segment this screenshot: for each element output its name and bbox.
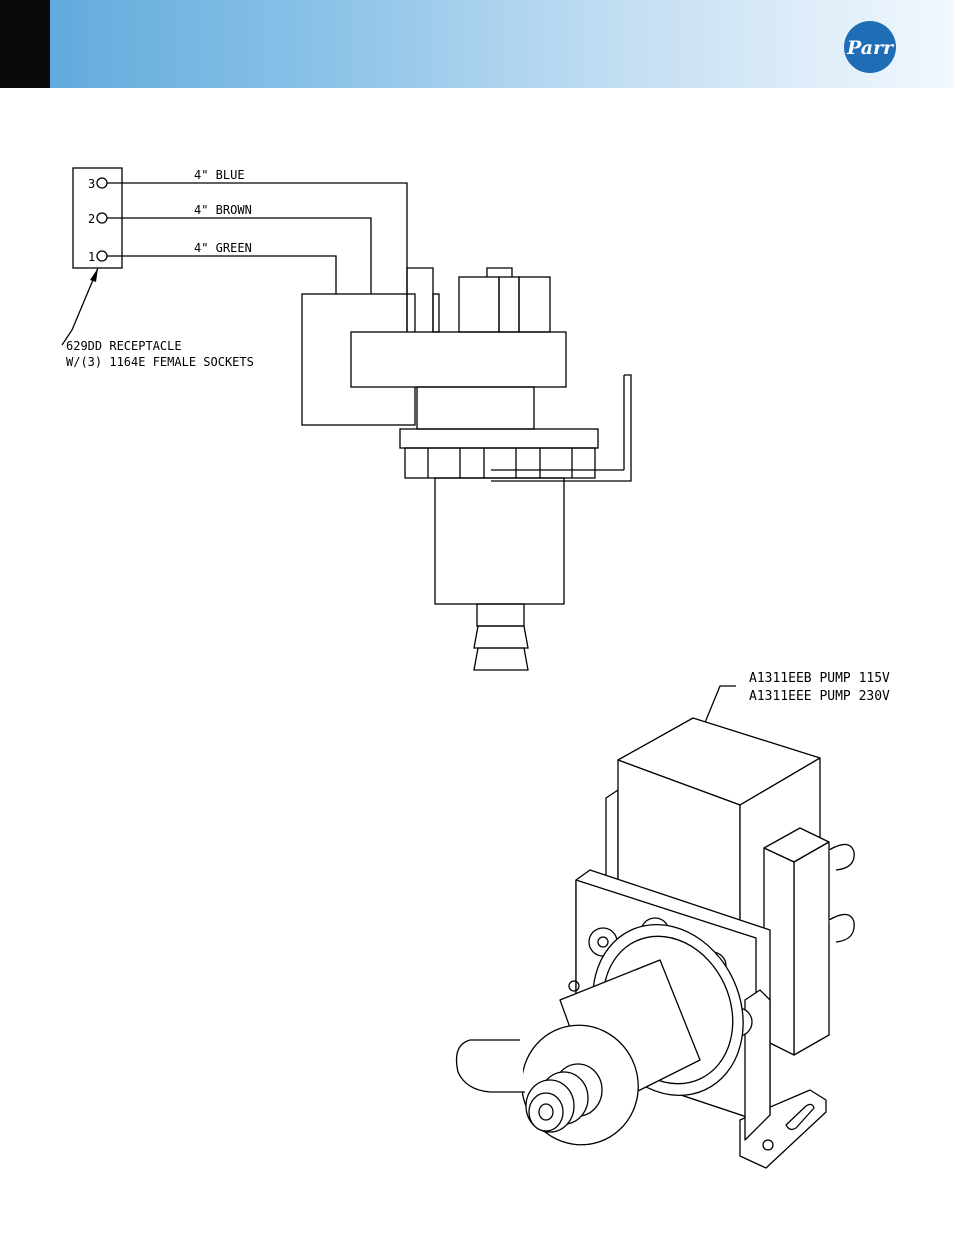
terminal-1-label: 1 — [88, 250, 95, 264]
wire-blue-label: 4" BLUE — [194, 168, 245, 182]
pump-callout-line1: A1311EEB PUMP 115V — [749, 671, 890, 686]
receptacle-callout-line2: W/(3) 1164E FEMALE SOCKETS — [66, 355, 254, 369]
receptacle-callout-line1: 629DD RECEPTACLE — [66, 339, 182, 353]
terminal-3-label: 3 — [88, 177, 95, 191]
pump-callout-line2: A1311EEE PUMP 230V — [749, 689, 890, 704]
pump-side-view — [302, 268, 631, 670]
wire-green-label: 4" GREEN — [194, 241, 252, 255]
terminal-3-socket — [97, 178, 107, 188]
wire-green — [107, 256, 336, 294]
terminal-2-label: 2 — [88, 212, 95, 226]
wire-blue — [107, 183, 407, 332]
wire-brown-label: 4" BROWN — [194, 203, 252, 217]
terminal-2-socket — [97, 213, 107, 223]
pump-isometric-view — [457, 718, 855, 1168]
terminal-1-socket — [97, 251, 107, 261]
